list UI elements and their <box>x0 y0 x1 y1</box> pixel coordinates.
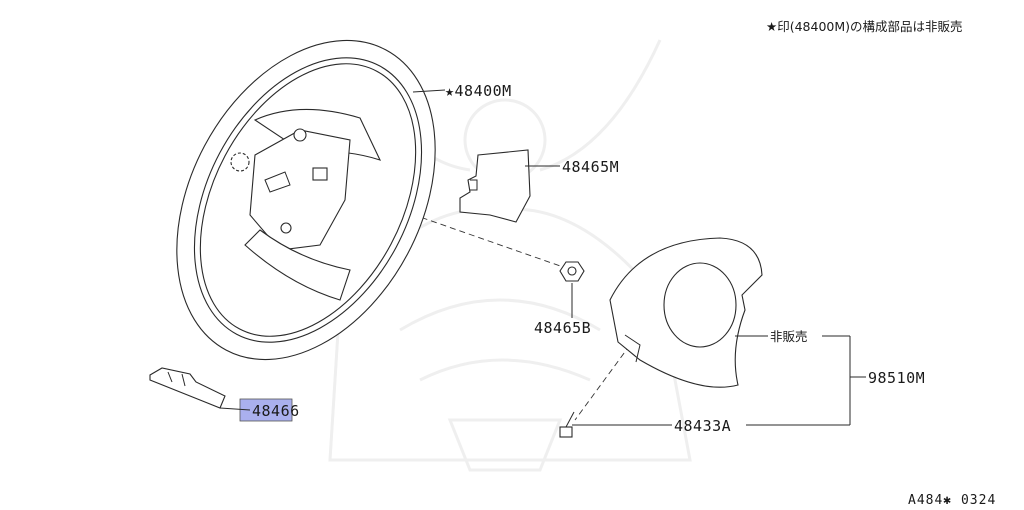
switch-cover[interactable] <box>459 149 531 223</box>
figure-reference: A484✱ 0324 <box>908 493 996 508</box>
leader-lower-cover <box>219 407 251 411</box>
leader-wheel <box>412 89 446 93</box>
nut[interactable] <box>559 261 585 282</box>
callout-nut[interactable]: 48465B <box>534 319 591 337</box>
callout-bolt[interactable]: 48433A <box>674 417 731 435</box>
callout-pad-assembly[interactable]: 98510M <box>868 369 925 387</box>
header-note: ★印(48400M)の構成部品は非販売 <box>766 19 963 34</box>
lower-cover[interactable] <box>149 367 226 409</box>
callout-switch-cover[interactable]: 48465M <box>562 158 619 176</box>
steering-wheel[interactable] <box>125 0 488 404</box>
callout-not-sold: 非販売 <box>770 329 808 344</box>
airbag-pad[interactable] <box>609 237 763 388</box>
bolt[interactable] <box>559 411 575 438</box>
callout-wheel[interactable]: ★48400M <box>445 82 512 100</box>
callout-lower-cover[interactable]: 48466 <box>252 402 300 420</box>
bolt-axis-line <box>574 344 631 421</box>
selected-part-highlight <box>239 398 293 422</box>
